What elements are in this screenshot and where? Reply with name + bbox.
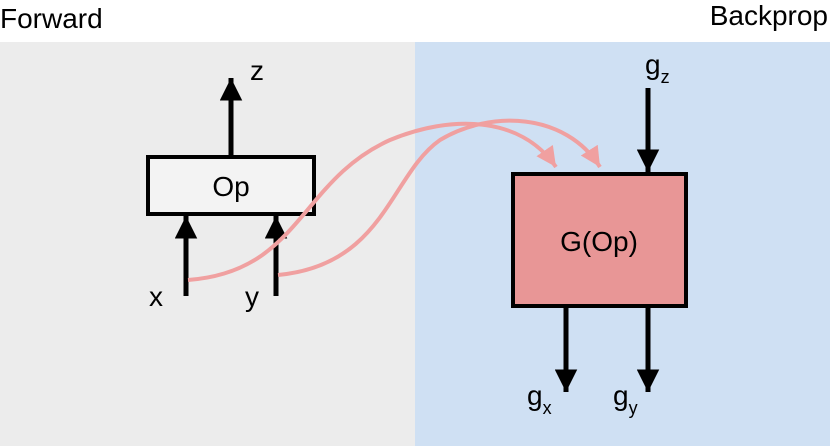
op-label: Op: [212, 171, 249, 202]
gradient-op-label: G(Op): [560, 226, 638, 257]
gx-base: g: [527, 380, 543, 411]
backprop-header: Backprop: [710, 0, 828, 31]
forward-header: Forward: [0, 3, 103, 34]
gy-sub: y: [629, 398, 638, 418]
gz-base: g: [645, 49, 661, 80]
input-x-label: x: [149, 281, 163, 312]
gy-base: g: [613, 380, 629, 411]
forward-panel: [0, 42, 415, 446]
connector-x-to-gop: [187, 121, 558, 282]
gradient-op-box: [511, 172, 688, 308]
input-y-label: y: [245, 281, 259, 312]
output-gx-label: gx: [527, 380, 552, 418]
gx-sub: x: [543, 398, 552, 418]
output-z-label: z: [250, 55, 264, 86]
gz-sub: z: [661, 67, 670, 87]
connector-y-to-gop: [277, 118, 602, 277]
op-box: [146, 155, 316, 216]
incoming-gz-label: gz: [645, 49, 670, 87]
output-gy-label: gy: [613, 380, 638, 418]
